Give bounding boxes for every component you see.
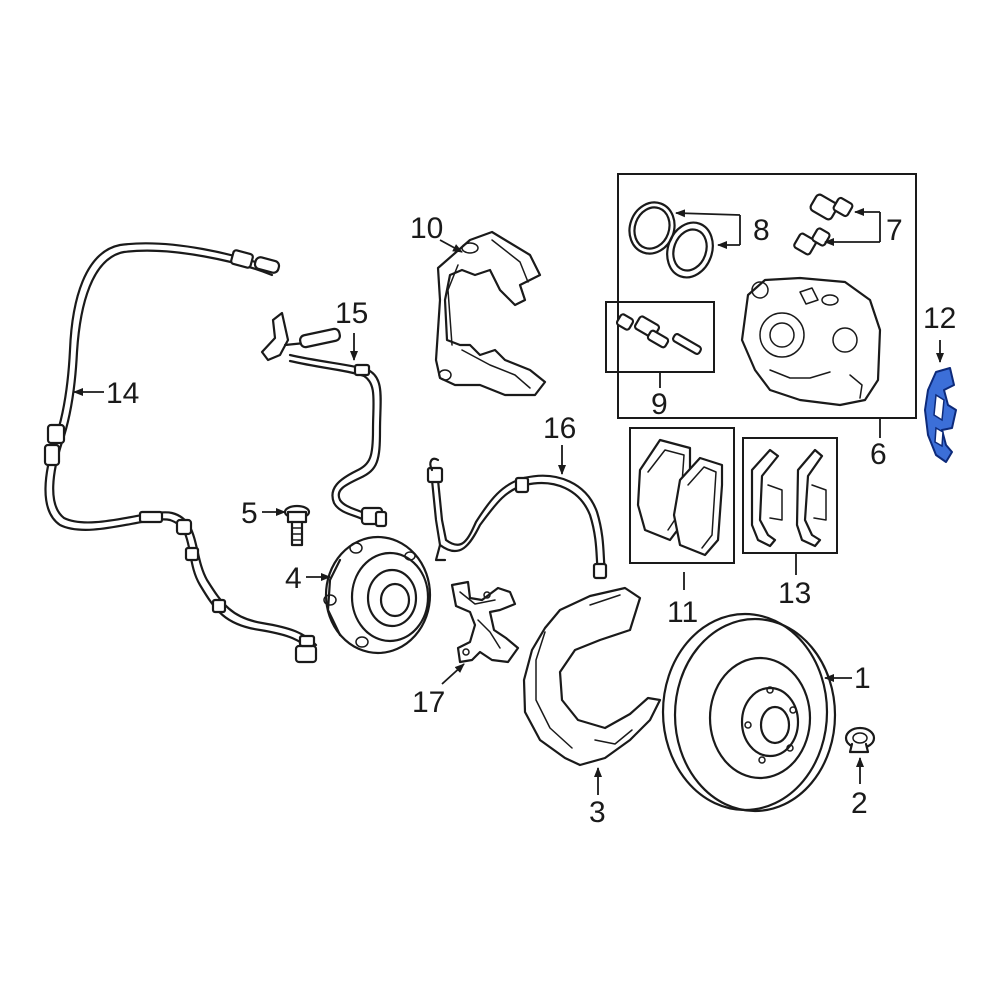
callout-5: 5 (241, 497, 258, 530)
guide-pin-kit-box (605, 301, 715, 373)
callout-8: 8 (753, 214, 770, 247)
part-2-rotor-retaining-screw (844, 726, 876, 754)
part-17-sensor-bracket (450, 580, 520, 664)
callout-3: 3 (589, 796, 606, 829)
callout-14: 14 (106, 377, 139, 410)
callout-4: 4 (285, 562, 302, 595)
part-7-bleeder-screw (793, 193, 881, 256)
callout-10: 10 (410, 212, 443, 245)
part-6-brake-caliper (740, 276, 882, 407)
part-13-brake-pad-clip (750, 448, 827, 548)
callout-11: 11 (667, 596, 698, 629)
part-11-brake-pad-set (636, 438, 724, 557)
callout-2: 2 (851, 787, 868, 820)
callout-1: 1 (854, 662, 871, 695)
callout-12: 12 (923, 302, 956, 335)
part-15-brake-pad-wear-sensor (260, 311, 388, 528)
part-5-hub-bolt (283, 504, 311, 547)
part-16-brake-hose (426, 457, 608, 580)
callout-7: 7 (886, 214, 903, 247)
callout-16: 16 (543, 412, 576, 445)
callout-leaders (73, 239, 944, 795)
callout-numbers: 1 2 3 4 5 6 7 8 9 10 11 12 13 14 15 16 1… (106, 212, 956, 829)
part-8-piston-seal-kit (628, 201, 741, 279)
part-4-wheel-hub-assembly (323, 535, 432, 655)
part-10-caliper-bracket (434, 230, 547, 397)
callout-13: 13 (778, 577, 811, 610)
callout-15: 15 (335, 297, 368, 330)
caliper-assembly-box (617, 173, 917, 419)
callout-17: 17 (412, 686, 445, 719)
part-3-brake-dust-shield (522, 586, 662, 767)
callout-9: 9 (651, 388, 668, 421)
brake-pad-set-box (629, 427, 735, 564)
part-1-brake-rotor (661, 612, 837, 813)
part-9-caliper-guide-pin (615, 313, 702, 355)
pad-hardware-kit-box (742, 437, 838, 554)
part-14-wheel-speed-sensor-cable (43, 242, 318, 664)
part-12-caliper-guide-clip-highlighted (924, 367, 957, 463)
callout-6: 6 (870, 438, 887, 471)
